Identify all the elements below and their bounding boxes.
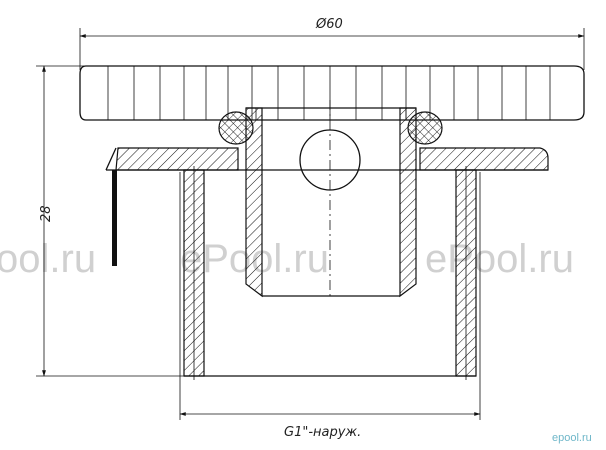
flange: [105, 147, 549, 171]
central-hole: [299, 100, 361, 300]
height-label: 28: [39, 205, 54, 222]
knurl-lines: [107, 66, 551, 120]
watermark: ool.ru ePool.ru ePool.ru: [0, 237, 574, 281]
side-clip: [112, 170, 117, 266]
brand-corner: epool.ru: [552, 432, 592, 444]
outer-body: [179, 166, 481, 380]
watermark-left: ool.ru: [0, 237, 96, 281]
dimension-diameter: Ø60: [79, 17, 585, 70]
dimension-thread: G1"-наруж.: [179, 378, 481, 440]
dimension-height: 28: [36, 65, 184, 377]
knurled-cap: [79, 65, 585, 121]
thread-label: G1"-наруж.: [284, 425, 361, 440]
inner-sleeve: [245, 107, 417, 298]
diameter-label: Ø60: [315, 17, 343, 32]
watermark-right: ePool.ru: [425, 237, 574, 281]
